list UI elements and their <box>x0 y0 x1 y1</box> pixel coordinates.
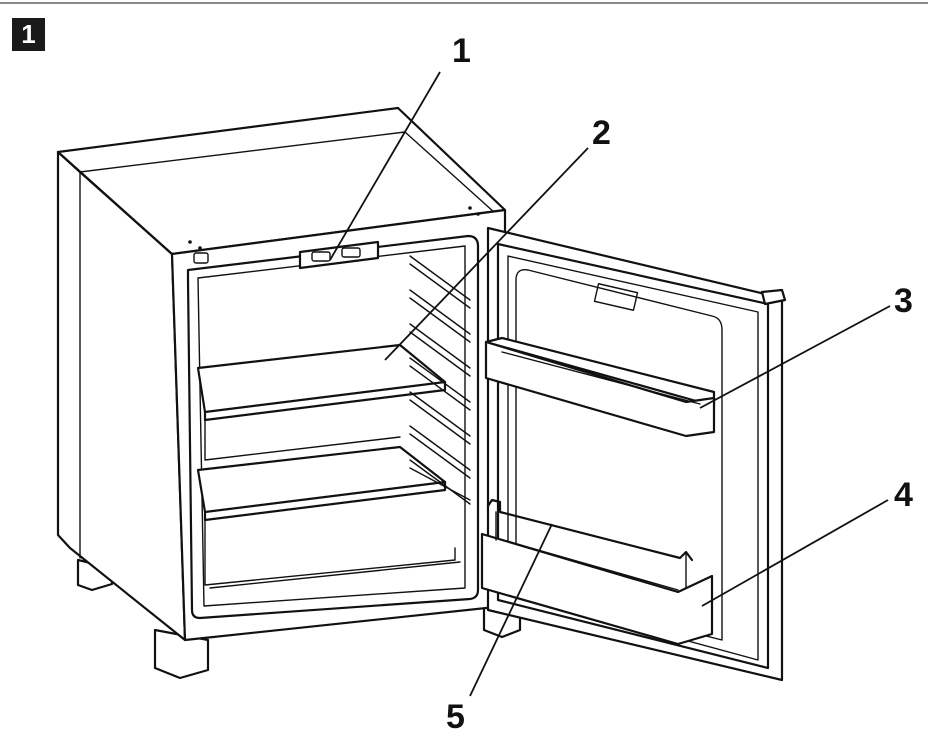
callout-4: 4 <box>894 476 913 514</box>
door-shelf-upper <box>484 336 716 438</box>
leader-line-5 <box>469 523 553 697</box>
cabinet <box>56 106 522 680</box>
door-bin-lower <box>480 498 714 646</box>
thermostat-control <box>298 240 380 270</box>
leader-line-3 <box>699 305 891 409</box>
leader-lines <box>329 71 891 697</box>
callout-2: 2 <box>592 114 611 152</box>
callout-5: 5 <box>446 698 465 734</box>
callout-1: 1 <box>452 32 471 70</box>
top-rule <box>0 2 928 4</box>
shelves <box>196 255 471 589</box>
figure-number-badge: 1 <box>12 18 45 51</box>
leader-line-4 <box>701 499 889 607</box>
leader-line-2 <box>384 147 589 361</box>
callout-3: 3 <box>894 282 913 320</box>
leader-line-1 <box>329 71 441 261</box>
